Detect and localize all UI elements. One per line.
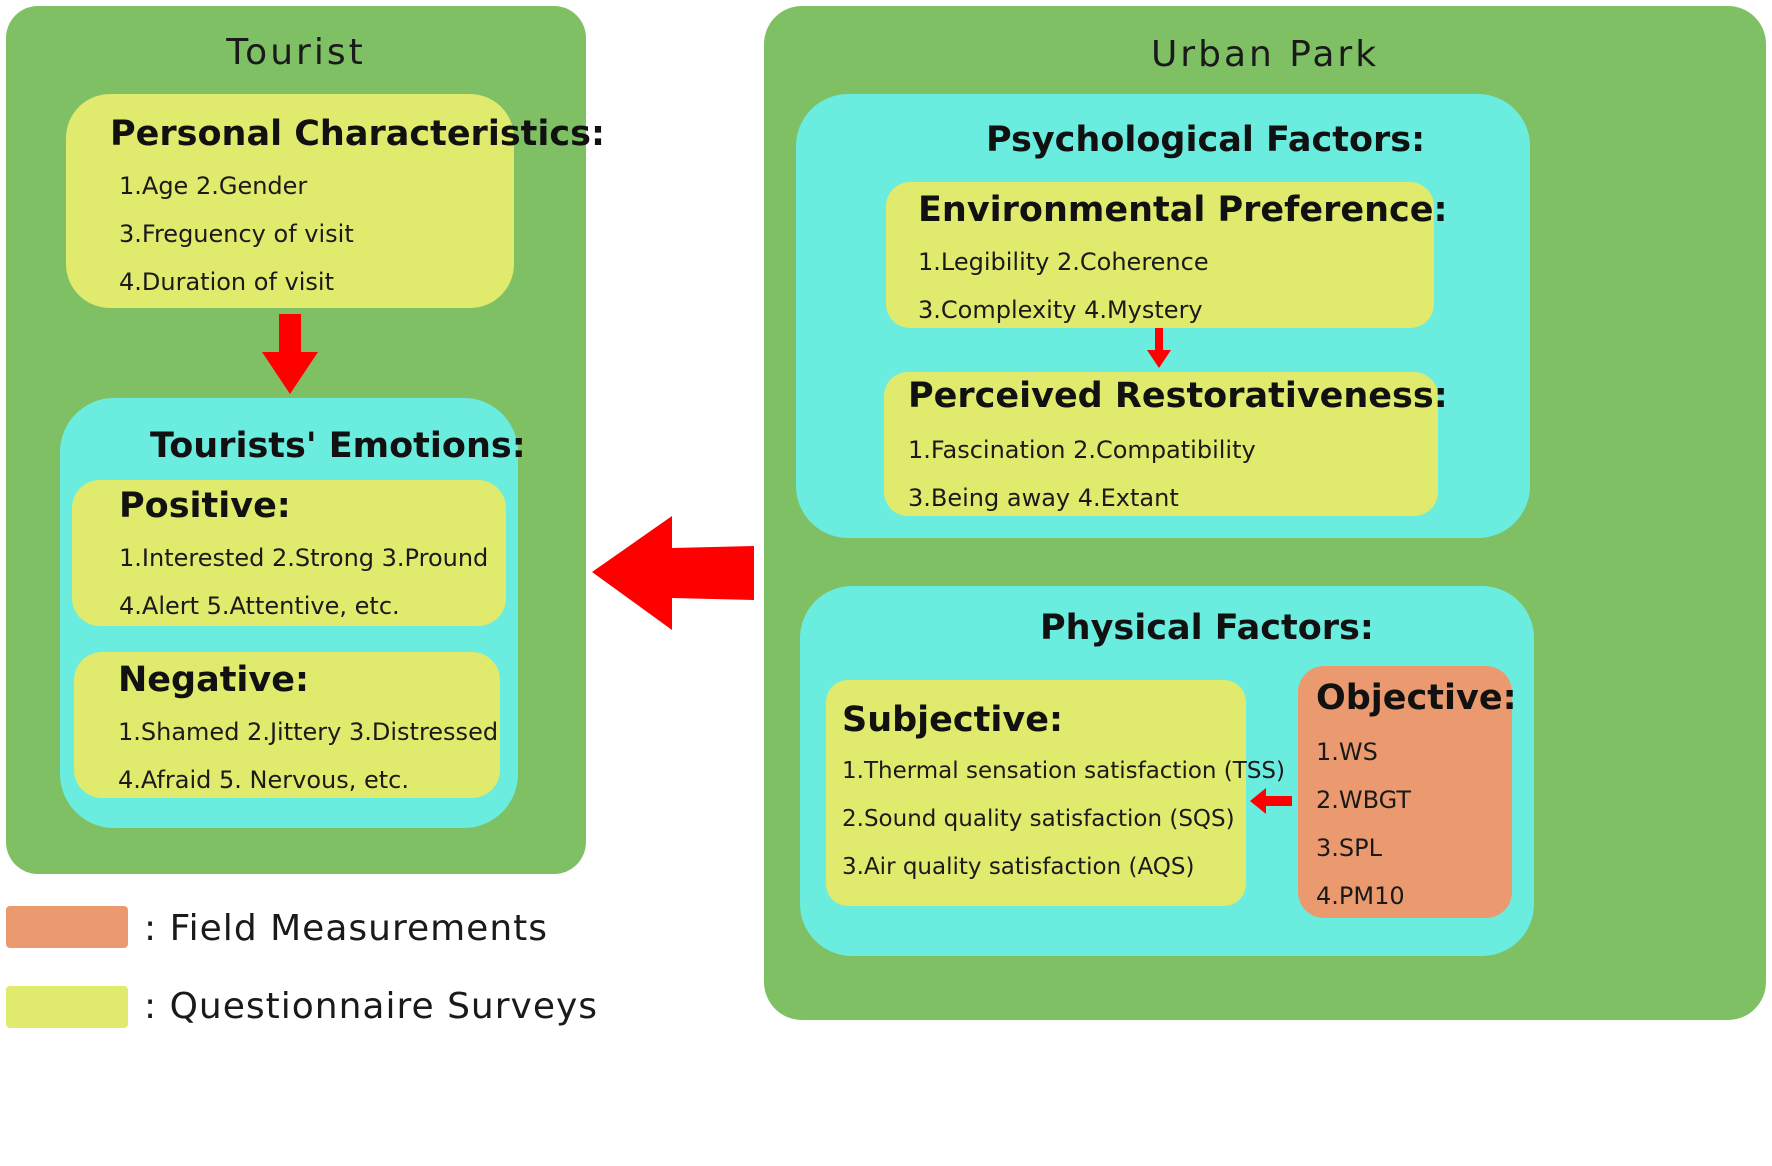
restorative-item: 3.Being away 4.Extant [908, 484, 1179, 512]
negative-box: Negative: 1.Shamed 2.Jittery 3.Distresse… [74, 652, 500, 798]
legend-field-label: : Field Measurements [144, 908, 549, 949]
subjective-item: 3.Air quality satisfaction (AQS) [842, 854, 1195, 880]
positive-item: 1.Interested 2.Strong 3.Pround [119, 544, 489, 572]
personal-characteristics-title: Personal Characteristics: [110, 114, 605, 154]
perceived-restorativeness-title: Perceived Restorativeness: [908, 376, 1448, 416]
negative-item: 1.Shamed 2.Jittery 3.Distressed [118, 718, 499, 746]
negative-item: 4.Afraid 5. Nervous, etc. [118, 766, 409, 794]
personal-item: 4.Duration of visit [119, 268, 334, 296]
perceived-restorativeness-box: Perceived Restorativeness: 1.Fascination… [884, 372, 1448, 516]
subjective-title: Subjective: [842, 700, 1063, 740]
personal-item: 1.Age 2.Gender [119, 172, 308, 200]
subjective-item: 1.Thermal sensation satisfaction (TSS) [842, 758, 1285, 784]
psychological-factors-title: Psychological Factors: [986, 120, 1426, 160]
arrow-left-icon [1250, 788, 1292, 814]
environmental-item: 1.Legibility 2.Coherence [918, 248, 1209, 276]
physical-factors-title: Physical Factors: [1040, 608, 1374, 648]
objective-item: 3.SPL [1316, 834, 1382, 862]
restorative-item: 1.Fascination 2.Compatibility [908, 436, 1256, 464]
arrow-down-icon [262, 314, 318, 394]
arrow-left-icon [592, 516, 754, 630]
legend-swatch-questionnaire [6, 986, 128, 1028]
subjective-item: 2.Sound quality satisfaction (SQS) [842, 806, 1235, 832]
legend-swatch-field [6, 906, 128, 948]
negative-title: Negative: [118, 660, 309, 700]
subjective-box: Subjective: 1.Thermal sensation satisfac… [826, 680, 1285, 906]
environmental-item: 3.Complexity 4.Mystery [918, 296, 1203, 324]
personal-characteristics-box: Personal Characteristics: 1.Age 2.Gender… [66, 94, 605, 308]
objective-item: 1.WS [1316, 738, 1378, 766]
tourist-title: Tourist [226, 32, 366, 73]
personal-item: 3.Freguency of visit [119, 220, 354, 248]
legend-questionnaire-label: : Questionnaire Surveys [144, 986, 599, 1027]
environmental-preference-box: Environmental Preference: 1.Legibility 2… [886, 182, 1448, 328]
objective-item: 4.PM10 [1316, 882, 1405, 910]
objective-title: Objective: [1316, 678, 1517, 718]
environmental-preference-title: Environmental Preference: [918, 190, 1448, 230]
positive-item: 4.Alert 5.Attentive, etc. [119, 592, 400, 620]
positive-box: Positive: 1.Interested 2.Strong 3.Pround… [72, 480, 506, 626]
objective-item: 2.WBGT [1316, 786, 1412, 814]
positive-title: Positive: [119, 486, 291, 526]
tourists-emotions-title: Tourists' Emotions: [150, 426, 526, 466]
objective-box: Objective: 1.WS 2.WBGT 3.SPL 4.PM10 [1298, 666, 1517, 918]
arrow-down-icon [1147, 328, 1171, 368]
urban-park-title: Urban Park [1150, 34, 1380, 75]
